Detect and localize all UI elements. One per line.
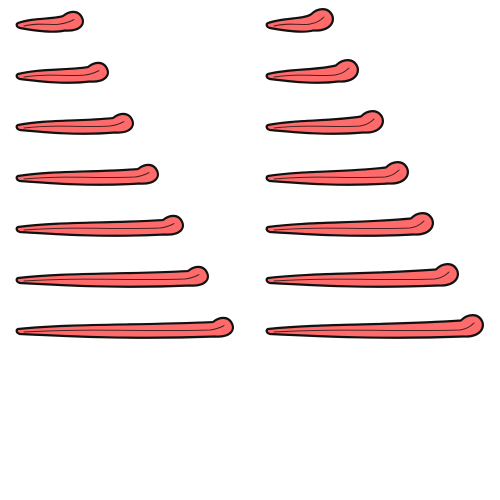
tongue-body <box>15 316 234 339</box>
tongue-groove <box>23 274 200 282</box>
tongue-body <box>265 161 409 186</box>
tongue-groove <box>273 322 475 333</box>
tongue-groove <box>23 70 100 78</box>
tongue-body <box>265 212 434 237</box>
tongue-groove <box>273 67 350 78</box>
tongue-body <box>15 112 134 135</box>
tongue-body <box>265 8 334 33</box>
tongue-groove <box>23 223 175 231</box>
tongue-groove <box>273 16 325 27</box>
tongue-groove <box>273 271 450 282</box>
tongue-groove <box>273 118 375 129</box>
tongue-icon <box>15 10 84 33</box>
tongue-body <box>15 61 109 84</box>
tongue-body <box>265 263 459 288</box>
tongue-groove <box>23 325 225 333</box>
tongue-body <box>15 265 209 288</box>
tongue-icon <box>265 8 334 33</box>
tongue-icon <box>265 314 484 339</box>
tongue-icon <box>265 212 434 237</box>
left-tongue-column <box>15 10 234 339</box>
tongue-icon <box>265 263 459 288</box>
tongue-icon <box>265 161 409 186</box>
tongue-icon <box>15 112 134 135</box>
right-tongue-column <box>265 8 484 339</box>
tongue-body <box>265 110 384 135</box>
tongue-groove <box>23 172 150 180</box>
tongue-groove <box>273 169 400 180</box>
tongue-body <box>15 163 159 186</box>
tongue-icon <box>15 214 184 237</box>
tongue-icon <box>15 163 159 186</box>
tongue-icon <box>15 61 109 84</box>
tongue-groove <box>23 121 125 129</box>
tongue-body <box>265 314 484 339</box>
tongue-groove <box>23 19 75 27</box>
tongue-icon <box>15 316 234 339</box>
tongue-body <box>15 214 184 237</box>
tongue-icon <box>15 265 209 288</box>
tongue-body <box>265 59 359 84</box>
tongue-icon <box>265 59 359 84</box>
tongue-icon <box>265 110 384 135</box>
tongue-groove <box>273 220 425 231</box>
tongue-body <box>15 10 84 33</box>
